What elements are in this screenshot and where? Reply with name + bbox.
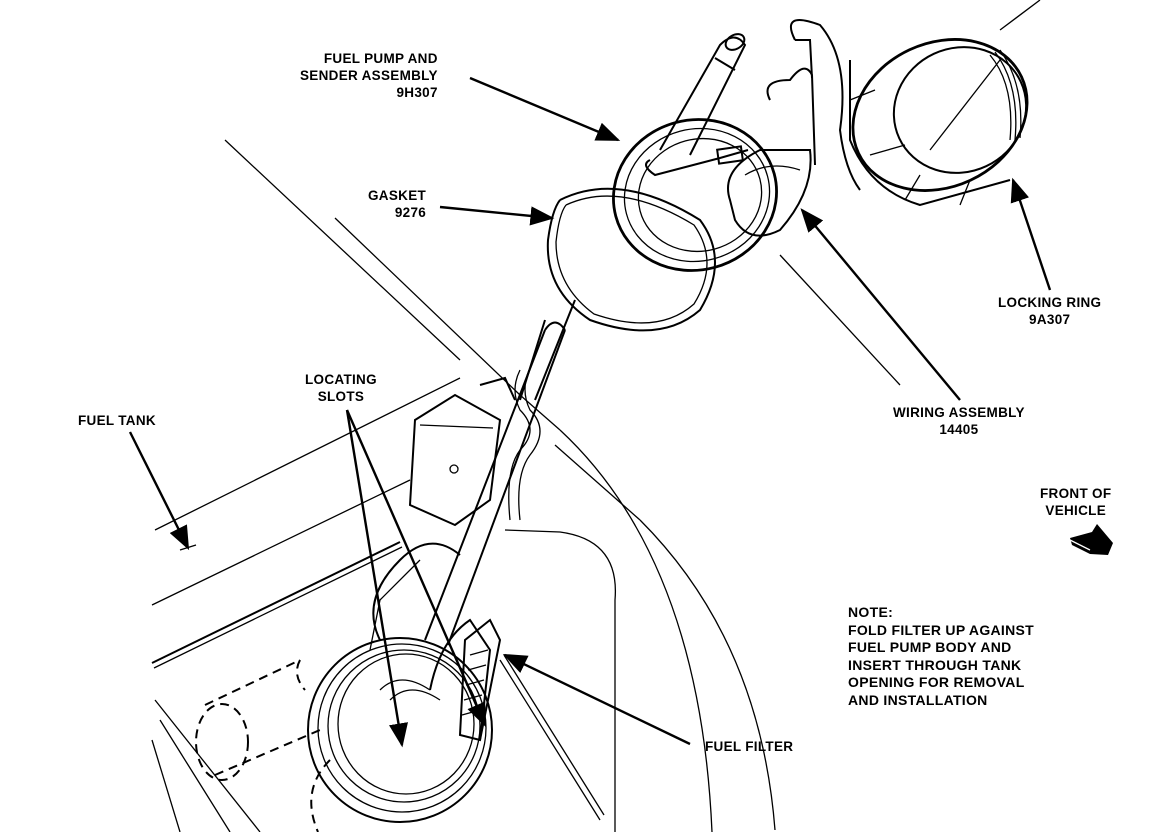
sender-flange-plate <box>612 118 778 272</box>
label-locking-ring: LOCKING RING 9A307 <box>998 294 1101 328</box>
leader-locking-ring <box>1010 177 1052 291</box>
leader-wiring-assembly <box>800 208 961 401</box>
gasket-ring <box>546 187 716 332</box>
label-locating-slots-line2: SLOTS <box>317 389 365 404</box>
hidden-outlet-cylinder <box>195 659 331 832</box>
label-fuel-filter: FUEL FILTER <box>705 738 793 755</box>
note-line: AND INSTALLATION <box>848 691 988 708</box>
leader-locating-slot-1 <box>345 409 408 748</box>
label-front-of-vehicle-line1: FRONT OF <box>1040 486 1112 501</box>
fuel-pump-reservoir <box>307 542 493 823</box>
note-line: FOLD FILTER UP AGAINST <box>848 621 1035 638</box>
label-wiring-assembly-part: 14405 <box>939 422 979 437</box>
label-locking-ring-part: 9A307 <box>1029 312 1071 327</box>
leader-fuel-tank <box>128 431 190 551</box>
note-line: OPENING FOR REMOVAL <box>848 674 1025 690</box>
label-locating-slots-line1: LOCATING <box>305 372 377 387</box>
note-heading: NOTE: <box>848 604 894 620</box>
label-fuel-tank: FUEL TANK <box>78 412 156 429</box>
sender-wire-2 <box>518 367 541 521</box>
label-fuel-pump-sender-assembly: FUEL PUMP AND SENDER ASSEMBLY 9H307 <box>300 50 438 101</box>
sender-float-arm <box>424 299 576 646</box>
label-gasket: GASKET 9276 <box>368 187 426 221</box>
sender-wire <box>508 369 531 521</box>
locking-ring <box>849 0 1041 207</box>
label-wiring-assembly-line1: WIRING ASSEMBLY <box>893 405 1025 420</box>
label-fuel-filter-line1: FUEL FILTER <box>705 739 794 754</box>
fuel-tank-outline <box>151 139 901 832</box>
note-block: NOTE: FOLD FILTER UP AGAINST FUEL PUMP B… <box>848 604 1034 709</box>
note-line: INSERT THROUGH TANK <box>848 656 1022 673</box>
label-fuel-tank-line1: FUEL TANK <box>78 413 156 428</box>
label-locking-ring-line1: LOCKING RING <box>998 295 1102 310</box>
note-line: FUEL PUMP BODY AND <box>848 639 1012 655</box>
leader-gasket <box>439 205 555 226</box>
leader-lines <box>128 76 1052 748</box>
electrical-connector <box>727 19 861 237</box>
leader-fuel-filter <box>502 653 691 746</box>
label-wiring-assembly: WIRING ASSEMBLY 14405 <box>893 404 1025 438</box>
sender-unit-box <box>408 376 516 527</box>
label-fuel-pump-sender-line2: SENDER ASSEMBLY <box>300 68 438 83</box>
front-direction-arrow-icon <box>1069 524 1113 555</box>
label-front-of-vehicle-line2: VEHICLE <box>1045 503 1106 518</box>
label-gasket-line1: GASKET <box>368 188 427 203</box>
leader-locating-slot-2 <box>345 409 487 728</box>
label-fuel-pump-sender-line1: FUEL PUMP AND <box>323 51 438 66</box>
fuel-supply-tube <box>645 33 749 177</box>
label-gasket-part: 9276 <box>394 205 427 220</box>
label-locating-slots: LOCATING SLOTS <box>305 371 377 405</box>
label-front-of-vehicle: FRONT OF VEHICLE <box>1040 485 1111 519</box>
label-fuel-pump-sender-part: 9H307 <box>396 85 438 100</box>
leader-fuel-pump-sender <box>469 76 621 142</box>
